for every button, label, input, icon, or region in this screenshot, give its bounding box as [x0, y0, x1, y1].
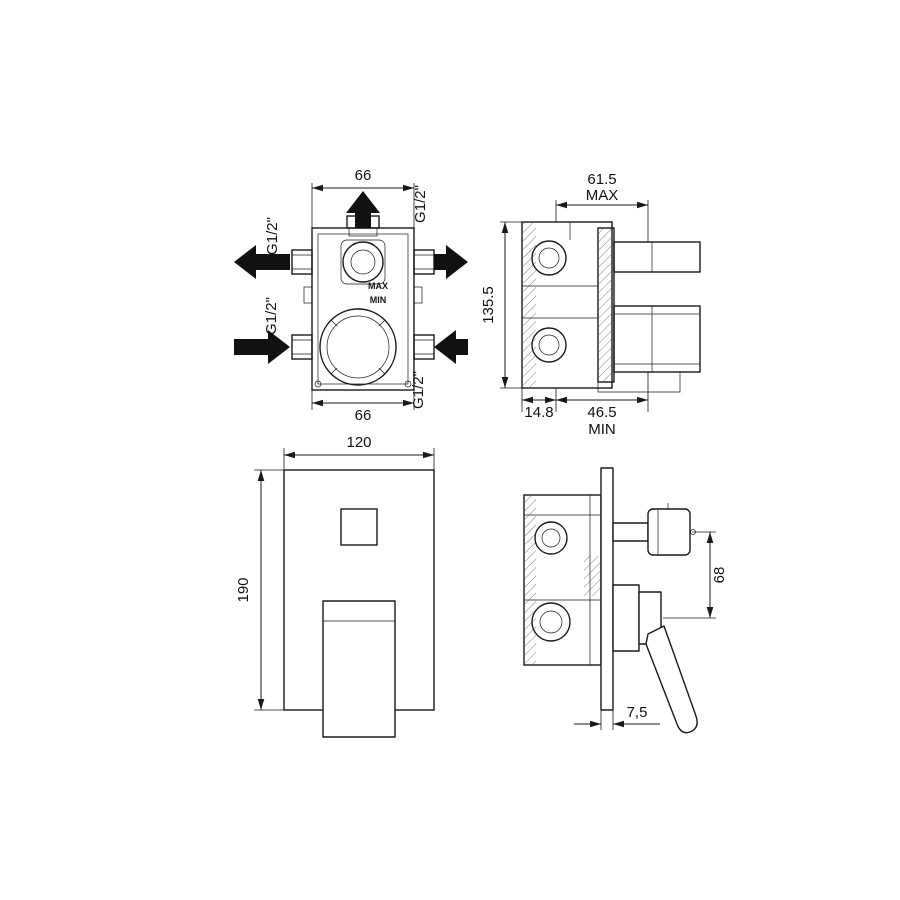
thread-label-left-lower: G1/2" — [263, 297, 280, 335]
mounting-flange — [597, 227, 615, 383]
side-port-upper-inner — [538, 247, 560, 269]
side-port-lower-outer — [531, 327, 567, 363]
diverter-shaft — [612, 522, 649, 542]
dim-wall-offset: 14.8 — [524, 404, 553, 421]
dim-width-bottom: 66 — [355, 407, 372, 424]
lever-hub-base — [612, 584, 640, 652]
flow-arrow-in-right-icon — [434, 330, 468, 364]
upper-outlet-cylinder — [613, 241, 701, 273]
upper-port-ring-outer — [342, 241, 384, 283]
side-port-lower-inner — [538, 334, 560, 356]
top-port-thread — [348, 227, 378, 237]
diverter-button — [340, 508, 378, 546]
dim-handle-distance: 68 — [711, 567, 728, 584]
inwall-body-details — [524, 495, 601, 665]
dim-height: 135.5 — [480, 286, 497, 324]
dim-plate-height: 190 — [235, 577, 252, 602]
view-rough-in-front: G1/2" G1/2" G1/2" G1/2" MAX MIN 66 66 — [234, 167, 468, 424]
lever-arm-side — [645, 625, 698, 734]
marking-min: MIN — [370, 295, 387, 305]
side-port-upper-outer — [531, 240, 567, 276]
lever-handle-front — [322, 600, 396, 738]
wall-plate-side — [600, 467, 614, 711]
inwall-port-upper — [534, 521, 568, 555]
side-mounting-tabs — [303, 286, 423, 388]
dim-depth-max: 61.5 — [587, 171, 616, 188]
side-body-hatch — [523, 223, 536, 387]
flow-arrow-up-icon — [346, 191, 380, 228]
dim-depth-max-label: MAX — [586, 187, 619, 204]
bottom-bracket — [597, 372, 681, 393]
pipe-stubs — [291, 249, 435, 360]
flow-arrow-in-left-icon — [234, 330, 290, 364]
diverter-knob — [647, 508, 691, 556]
side-body-detail-lines — [522, 222, 598, 319]
cartridge-ring-outer — [319, 308, 397, 386]
dim-width-top: 66 — [355, 167, 372, 184]
lower-outlet-cylinder — [613, 305, 701, 373]
upper-port-housing — [340, 239, 386, 285]
dim-plate-width: 120 — [346, 434, 371, 451]
inwall-body-hatch — [525, 496, 536, 664]
inwall-port-lower — [531, 602, 571, 642]
cartridge-tick-marks — [330, 319, 386, 375]
upper-port-ring-inner — [350, 249, 376, 275]
view-trim-front: 120 190 — [235, 434, 435, 738]
view-trim-side: 68 7,5 — [523, 467, 728, 734]
inwall-port-lower-inner — [539, 610, 563, 634]
lower-cylinder-inner — [613, 313, 701, 365]
flow-arrow-out-left-icon — [234, 245, 290, 279]
dim-plate-thickness: 7,5 — [627, 704, 648, 721]
dim-depth-min: 46.5 — [587, 404, 616, 421]
cartridge-ring-inner — [326, 315, 390, 379]
dim-depth-min-label: MIN — [588, 421, 616, 438]
thread-label-left-upper: G1/2" — [264, 217, 281, 255]
thread-label-top: G1/2" — [412, 185, 429, 223]
marking-max: MAX — [368, 281, 388, 291]
inwall-port-upper-inner — [541, 528, 561, 548]
flow-arrow-out-right-icon — [434, 245, 468, 279]
view-rough-in-side: 61.5 MAX 135.5 14.8 46.5 MIN — [480, 171, 701, 438]
mounting-flange-hatch — [599, 229, 613, 381]
